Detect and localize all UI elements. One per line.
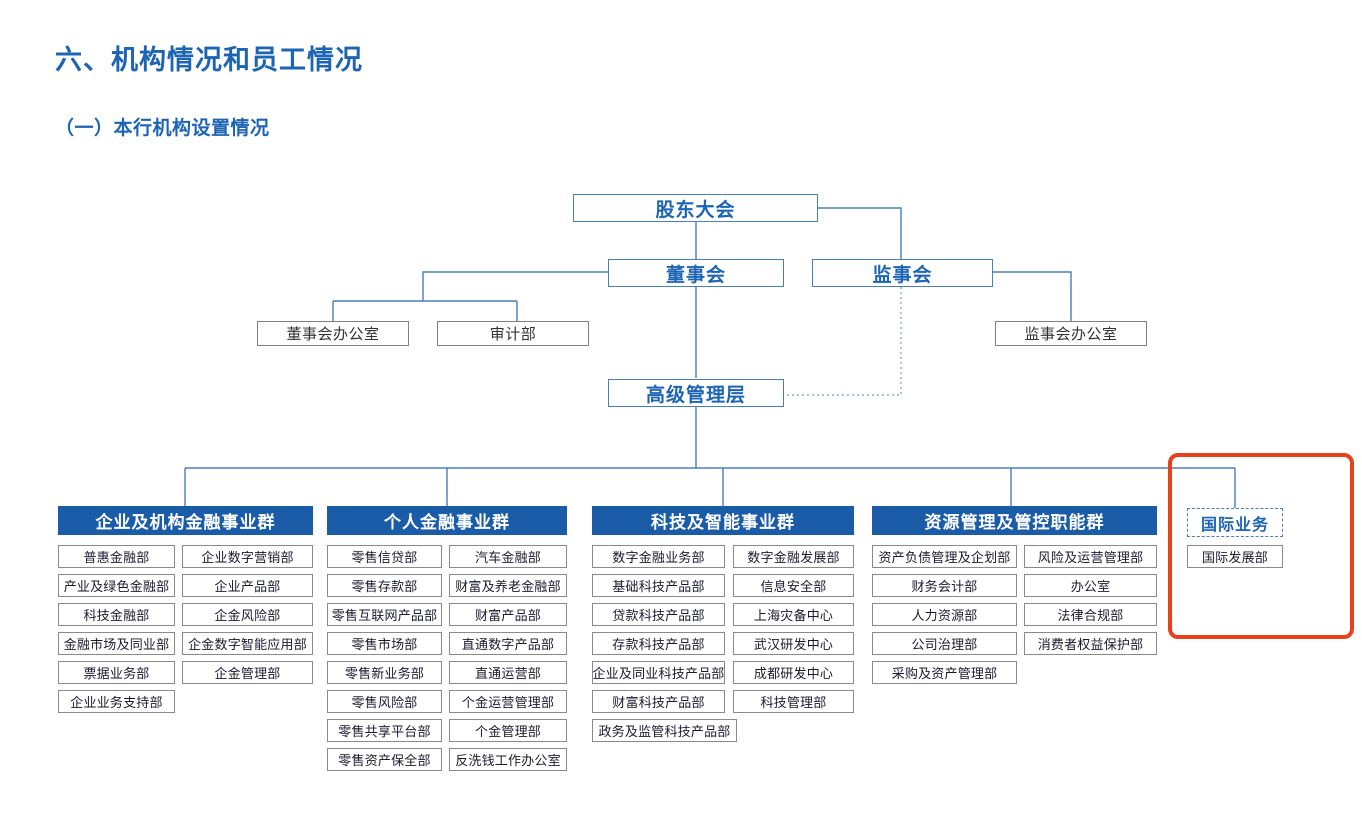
dept-cell[interactable]: 零售资产保全部 [327,748,442,771]
dept-cell[interactable]: 直通数字产品部 [449,632,567,655]
dept-cell[interactable]: 企金数字智能应用部 [182,632,313,655]
dept-cell[interactable]: 企业及同业科技产品部 [592,661,725,684]
dept-cell[interactable]: 财富科技产品部 [592,690,725,713]
dept-cell[interactable]: 财富产品部 [449,603,567,626]
dept-cell[interactable]: 贷款科技产品部 [592,603,725,626]
dept-cell[interactable]: 武汉研发中心 [733,632,854,655]
dept-cell[interactable]: 零售信贷部 [327,545,442,568]
group-header-international-business[interactable]: 国际业务 [1187,508,1283,537]
node-shareholders-meeting[interactable]: 股东大会 [573,194,818,222]
dept-cell[interactable]: 政务及监管科技产品部 [592,719,737,742]
dept-cell[interactable]: 个金管理部 [449,719,567,742]
dept-cell[interactable]: 零售风险部 [327,690,442,713]
dept-cell[interactable]: 消费者权益保护部 [1024,632,1157,655]
dept-cell[interactable]: 信息安全部 [733,574,854,597]
dept-cell[interactable]: 金融市场及同业部 [58,632,175,655]
dept-cell[interactable]: 国际发展部 [1187,545,1283,568]
dept-cell[interactable]: 法律合规部 [1024,603,1157,626]
dept-cell[interactable]: 直通运营部 [449,661,567,684]
dept-cell[interactable]: 上海灾备中心 [733,603,854,626]
dept-cell[interactable]: 资产负债管理及企划部 [872,545,1017,568]
node-board-office[interactable]: 董事会办公室 [257,321,409,346]
dept-cell[interactable]: 科技管理部 [733,690,854,713]
node-board-of-supervisors[interactable]: 监事会 [812,259,993,287]
dept-cell[interactable]: 数字金融业务部 [592,545,725,568]
dept-cell[interactable]: 存款科技产品部 [592,632,725,655]
dept-cell[interactable]: 零售市场部 [327,632,442,655]
dept-cell[interactable]: 零售共享平台部 [327,719,442,742]
dept-cell[interactable]: 普惠金融部 [58,545,175,568]
dept-cell[interactable]: 零售存款部 [327,574,442,597]
dept-cell[interactable]: 成都研发中心 [733,661,854,684]
dept-cell[interactable]: 企金管理部 [182,661,313,684]
dept-cell[interactable]: 风险及运营管理部 [1024,545,1157,568]
dept-cell[interactable]: 财务会计部 [872,574,1017,597]
node-audit-department[interactable]: 审计部 [437,321,589,346]
node-supervisors-office[interactable]: 监事会办公室 [995,321,1147,346]
dept-cell[interactable]: 零售新业务部 [327,661,442,684]
dept-cell[interactable]: 人力资源部 [872,603,1017,626]
dept-cell[interactable]: 企业业务支持部 [58,690,175,713]
dept-cell[interactable]: 基础科技产品部 [592,574,725,597]
dept-cell[interactable]: 企金风险部 [182,603,313,626]
dept-cell[interactable]: 企业产品部 [182,574,313,597]
group-header-resource-management-control[interactable]: 资源管理及管控职能群 [872,506,1157,535]
dept-cell[interactable]: 财富及养老金融部 [449,574,567,597]
dept-cell[interactable]: 零售互联网产品部 [327,603,442,626]
dept-cell[interactable]: 办公室 [1024,574,1157,597]
dept-cell[interactable]: 个金运营管理部 [449,690,567,713]
node-senior-management[interactable]: 高级管理层 [608,379,784,407]
group-header-personal-finance[interactable]: 个人金融事业群 [327,506,567,535]
group-header-corporate-institutional-finance[interactable]: 企业及机构金融事业群 [58,506,313,535]
dept-cell[interactable]: 公司治理部 [872,632,1017,655]
dept-cell[interactable]: 产业及绿色金融部 [58,574,175,597]
dept-cell[interactable]: 企业数字营销部 [182,545,313,568]
group-header-technology-intelligence[interactable]: 科技及智能事业群 [592,506,854,535]
dept-cell[interactable]: 数字金融发展部 [733,545,854,568]
dept-cell[interactable]: 科技金融部 [58,603,175,626]
dept-cell[interactable]: 票据业务部 [58,661,175,684]
dept-cell[interactable]: 反洗钱工作办公室 [449,748,567,771]
page-title: 六、机构情况和员工情况 [55,45,363,75]
section-subtitle: （一）本行机构设置情况 [55,118,270,139]
dept-cell[interactable]: 采购及资产管理部 [872,661,1017,684]
node-board-of-directors[interactable]: 董事会 [608,259,784,287]
dept-cell[interactable]: 汽车金融部 [449,545,567,568]
